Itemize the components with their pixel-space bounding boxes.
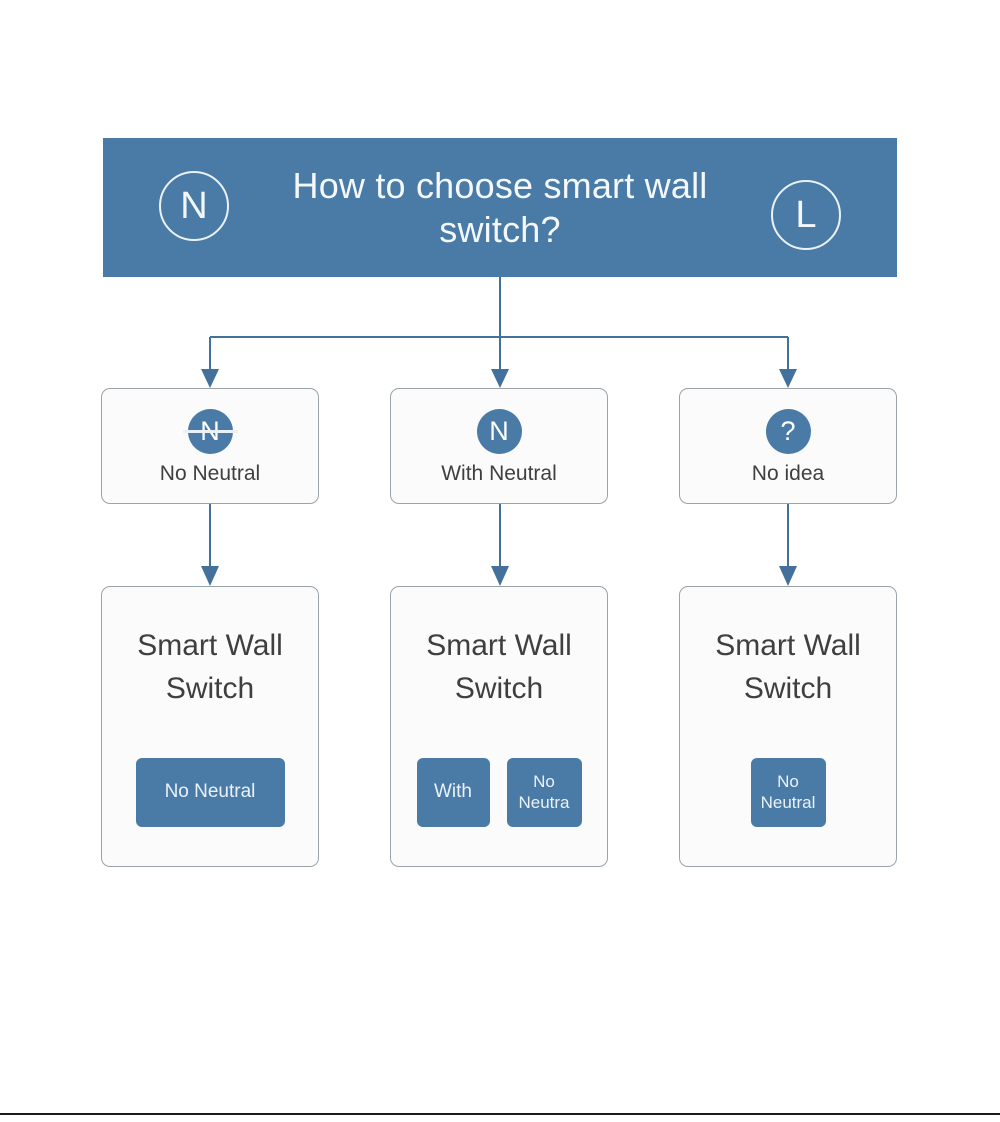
header-banner: N How to choose smart wall switch? L	[103, 138, 897, 277]
product-title: Smart Wall Switch	[715, 629, 861, 705]
option-label: No Neutral	[159, 461, 261, 485]
bottom-divider	[0, 1113, 1000, 1115]
product-card-no-neutral[interactable]: Smart Wall Switch No Neutral	[101, 586, 319, 867]
no-neutral-badge-icon: N	[182, 408, 238, 454]
strike-through-line-icon	[182, 430, 238, 433]
page-title: How to choose smart wall switch?	[292, 164, 708, 250]
option-label: No idea	[751, 461, 825, 485]
badge-glyph: ?	[780, 415, 796, 446]
option-label: With Neutral	[441, 461, 557, 485]
chip-row: With No Neutra	[391, 758, 607, 827]
option-card-with-neutral[interactable]: N With Neutral	[390, 388, 608, 504]
product-title: Smart Wall Switch	[137, 629, 283, 705]
chip-no-neutra[interactable]: No Neutra	[506, 758, 582, 827]
product-card-with-neutral[interactable]: Smart Wall Switch With No Neutra	[390, 586, 608, 867]
with-neutral-badge-icon: N	[476, 408, 522, 454]
question-mark-badge-icon: ?	[765, 408, 811, 454]
chip-row: No Neutral	[680, 758, 896, 827]
badge-glyph: N	[489, 415, 509, 446]
chip-row: No Neutral	[102, 758, 318, 827]
chip-no-neutral[interactable]: No Neutral	[135, 758, 285, 827]
option-card-no-idea[interactable]: ? No idea	[679, 388, 897, 504]
neutral-wire-letter: N	[180, 184, 208, 227]
chip-no-neutral[interactable]: No Neutral	[750, 758, 826, 827]
product-title: Smart Wall Switch	[426, 629, 572, 705]
option-card-no-neutral[interactable]: N No Neutral	[101, 388, 319, 504]
live-wire-circle-icon: L	[771, 179, 841, 250]
product-card-no-idea[interactable]: Smart Wall Switch No Neutral	[679, 586, 897, 867]
neutral-wire-circle-icon: N	[159, 170, 229, 241]
live-wire-letter: L	[795, 193, 817, 236]
chip-with[interactable]: With	[416, 758, 490, 827]
